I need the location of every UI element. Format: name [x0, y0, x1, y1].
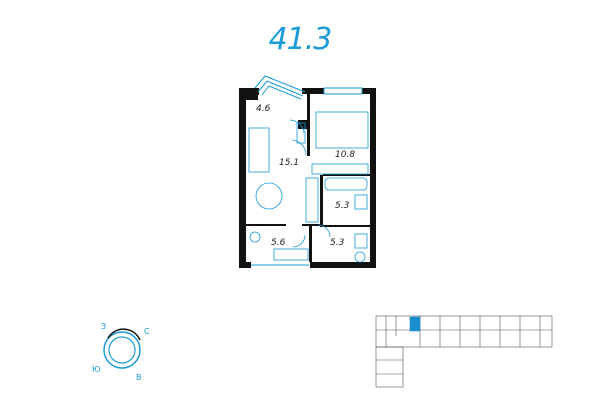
- compass-west: З: [101, 322, 106, 331]
- kitchen-counter-icon: [305, 177, 319, 223]
- compass-east: В: [136, 373, 142, 382]
- room-area-bathroom: 5.3: [335, 201, 350, 211]
- room-area-balcony: 4.6: [256, 104, 271, 114]
- bathtub-icon: [324, 177, 368, 191]
- radiator-icon: [311, 163, 369, 175]
- compass-north: С: [144, 327, 150, 336]
- furniture: [248, 111, 369, 263]
- compass-south: Ю: [92, 365, 101, 374]
- room-area-living: 15.1: [279, 158, 299, 168]
- sink-icon: [354, 233, 368, 249]
- total-area: 41.3: [268, 22, 333, 57]
- radiator-icon: [296, 122, 306, 144]
- sink-icon: [354, 194, 368, 210]
- room-labels: 4.6 15.1 10.8 5.3 5.6 5.3: [256, 104, 355, 248]
- room-area-hall: 5.6: [271, 238, 286, 248]
- boiler-icon: [249, 231, 261, 243]
- sofa-icon: [248, 127, 270, 173]
- radiator-icon: [273, 248, 309, 261]
- walls: [239, 88, 376, 268]
- washer-icon: [354, 251, 366, 263]
- selected-apartment-marker: [409, 316, 421, 332]
- compass: З С Ю В: [92, 322, 150, 382]
- bed-icon: [315, 111, 369, 149]
- room-area-bedroom: 10.8: [335, 150, 355, 160]
- dining-table-icon: [255, 182, 283, 210]
- windows: [251, 75, 363, 266]
- room-area-corridor: 5.3: [330, 238, 345, 248]
- building-key-plan: [375, 315, 553, 388]
